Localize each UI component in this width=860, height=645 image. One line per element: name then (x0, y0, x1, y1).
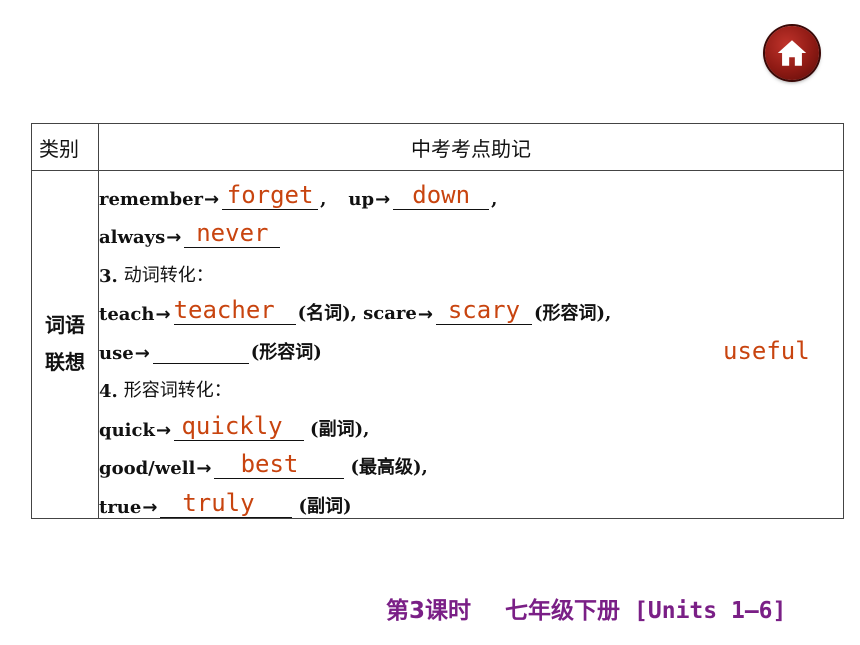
line-6-heading: 4. 形容词转化： (99, 364, 843, 402)
footer-units: [Units 1—6] (634, 598, 787, 624)
blank-truly: truly (160, 491, 293, 518)
content-cell: remember → forget , up → down , always →… (98, 170, 844, 519)
line-5: use → (形容词) (99, 325, 843, 364)
answer-useful: useful (723, 337, 810, 365)
blank-forget: forget (222, 183, 319, 210)
right-arrow-icon: → (196, 458, 212, 479)
line-9: true → truly (副词) (99, 479, 843, 518)
word-quick: quick (99, 419, 155, 441)
line-3-heading: 3. 动词转化： (99, 248, 843, 287)
line-8: good/well → best (最高级), (99, 441, 843, 479)
text-adjective: (形容词), (533, 303, 612, 324)
heading-number: 4. (99, 381, 118, 402)
heading-number: 3. (99, 265, 118, 287)
answer-never: never (196, 219, 269, 247)
right-arrow-icon: → (166, 227, 182, 248)
right-arrow-icon: → (375, 188, 391, 210)
header-category: 类别 (31, 123, 99, 171)
answer-quickly: quickly (181, 411, 283, 440)
content-row: 词语 联想 remember → forget , up → down , al… (31, 170, 844, 519)
answer-teacher: teacher (173, 296, 275, 324)
word-up: up (348, 188, 375, 210)
category-line-1: 词语 (45, 313, 85, 338)
answer-truly: truly (182, 488, 255, 517)
blank-best: best (214, 452, 345, 479)
line-2: always → never (99, 210, 843, 248)
blank-scary: scary (435, 298, 532, 325)
word-teach: teach (99, 304, 155, 325)
text-superlative: (最高级), (350, 457, 428, 478)
heading-adjective-conversion: 形容词转化： (123, 380, 232, 401)
word-always: always (99, 227, 166, 248)
right-arrow-icon: → (134, 342, 150, 364)
right-arrow-icon: → (155, 419, 172, 441)
blank-teacher: teacher (173, 298, 296, 325)
text-adjective: (形容词) (250, 341, 322, 363)
right-arrow-icon: → (204, 188, 220, 210)
category-cell: 词语 联想 (31, 170, 99, 519)
blank-down: down (393, 183, 490, 210)
footer: 第3课时 七年级下册 [Units 1—6] (386, 591, 786, 625)
blank-quickly: quickly (174, 414, 305, 441)
word-use: use (99, 342, 134, 364)
word-remember: remember (99, 188, 204, 210)
word-true: true (99, 496, 142, 518)
home-icon (777, 40, 807, 66)
answer-best: best (240, 450, 299, 478)
right-arrow-icon: → (142, 496, 158, 518)
text-noun-scare: (名词), scare (297, 303, 417, 324)
footer-lesson: 第3课时 (386, 598, 472, 624)
answer-scary: scary (447, 296, 521, 324)
blank-never: never (184, 221, 281, 248)
home-button[interactable] (765, 26, 819, 80)
footer-book: 七年级下册 (505, 598, 621, 624)
right-arrow-icon: → (417, 304, 433, 325)
answer-down: down (412, 180, 471, 209)
line-1: remember → forget , up → down , (99, 171, 843, 210)
heading-verb-conversion: 动词转化： (123, 264, 214, 286)
right-arrow-icon: → (155, 304, 171, 325)
blank-useful (152, 341, 249, 364)
line-4: teach → teacher (名词), scare → scary (形容词… (99, 287, 843, 325)
comma: , (491, 188, 498, 210)
answer-forget: forget (226, 180, 314, 209)
notes-table: 类别 中考考点助记 词语 联想 remember → forget , up →… (31, 123, 844, 519)
text-adverb: (副词), (310, 418, 370, 440)
category-line-2: 联想 (45, 350, 85, 375)
text-adverb: (副词) (298, 495, 352, 517)
word-good-well: good/well (99, 458, 196, 479)
header-row: 类别 中考考点助记 (31, 123, 844, 171)
header-notes: 中考考点助记 (98, 123, 844, 171)
line-7: quick → quickly (副词), (99, 402, 843, 441)
comma: , (320, 188, 327, 210)
